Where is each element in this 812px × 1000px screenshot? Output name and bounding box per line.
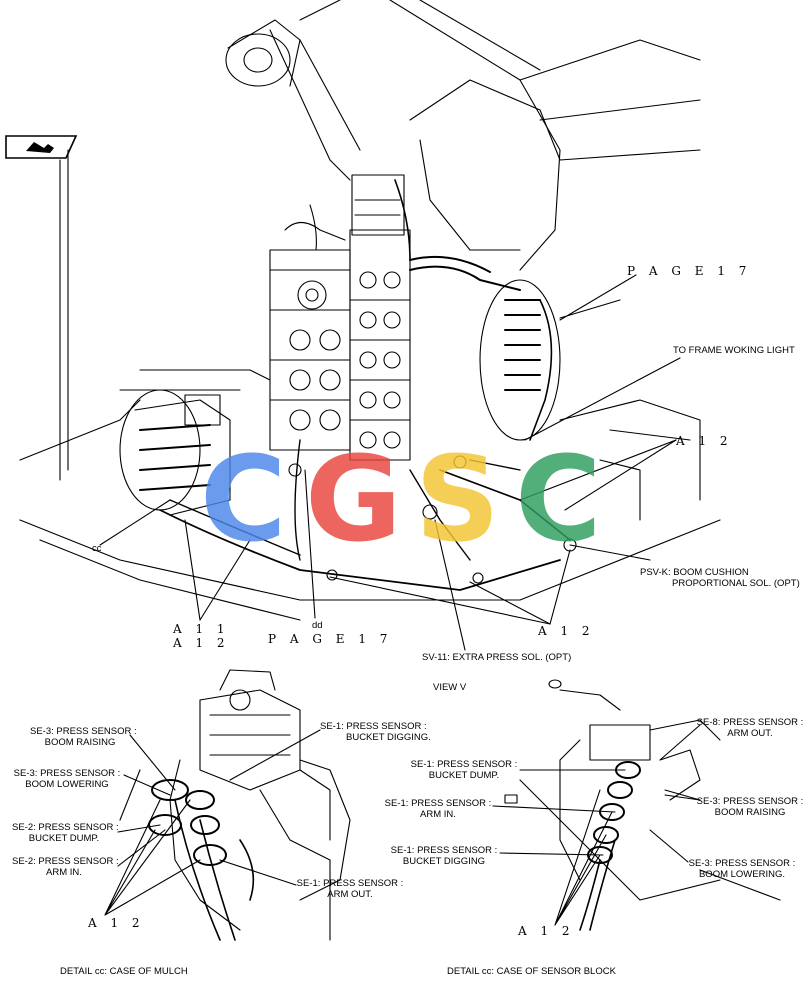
mulch-se2-bucket-dump-line2: BUCKET DUMP. — [28, 833, 100, 844]
block-caption: DETAIL cc: CASE OF SENSOR BLOCK — [447, 966, 616, 977]
mulch-se3-boom-raising-line2: BOOM RAISING — [44, 737, 116, 748]
label-a12-bottom: A 1 2 — [538, 624, 595, 638]
page-ref-top: P A G E 1 7 — [627, 264, 752, 278]
block-se1-bucket-dump: SE-1: PRESS SENSOR : BUCKET DUMP. — [410, 759, 518, 781]
block-se8-arm-out-line1: SE-8: PRESS SENSOR : — [696, 717, 804, 728]
block-se1-arm-in-line1: SE-1: PRESS SENSOR : — [384, 798, 492, 809]
boom-pin-boss — [225, 33, 291, 87]
watermark-letter-c1: C — [200, 430, 287, 568]
block-se3-boom-lowering-line2: BOOM LOWERING. — [698, 869, 786, 880]
block-se3-boom-lowering-line1: SE-3: PRESS SENSOR : — [688, 858, 796, 869]
block-se1-arm-in: SE-1: PRESS SENSOR : ARM IN. — [384, 798, 492, 820]
mulch-se1-arm-out: SE-1: PRESS SENSOR : ARM OUT. — [296, 878, 404, 900]
block-se1-bucket-dump-line2: BUCKET DUMP. — [428, 770, 500, 781]
label-psvk: PSV-K: BOOM CUSHION PROPORTIONAL SOL. (O… — [640, 567, 800, 589]
block-se3-boom-lowering: SE-3: PRESS SENSOR : BOOM LOWERING. — [682, 858, 802, 880]
label-psvk-line1: PSV-K: BOOM CUSHION — [640, 567, 749, 578]
label-frame-light: TO FRAME WOKING LIGHT — [673, 345, 795, 356]
page-turn-arrow-icon — [5, 135, 78, 159]
label-a12-right: A 1 2 — [676, 434, 733, 448]
label-view-v: VIEW V — [433, 682, 467, 693]
mulch-se2-bucket-dump-line1: SE-2: PRESS SENSOR : — [12, 822, 119, 833]
mulch-se3-boom-raising-line1: SE-3: PRESS SENSOR : — [30, 726, 137, 737]
mulch-se2-arm-in-line1: SE-2: PRESS SENSOR : — [12, 856, 119, 867]
mulch-se3-boom-raising: SE-3: PRESS SENSOR : BOOM RAISING — [30, 726, 137, 748]
block-se3-boom-raising-line1: SE-3: PRESS SENSOR : — [696, 796, 804, 807]
block-se1-arm-in-line2: ARM IN. — [420, 809, 456, 820]
block-se1-bucket-digging: SE-1: PRESS SENSOR : BUCKET DIGGING — [390, 845, 498, 867]
watermark-letter-s: S — [415, 430, 500, 568]
label-a12-left: A 1 2 — [173, 636, 230, 650]
label-sv11: SV-11: EXTRA PRESS SOL. (OPT) — [422, 652, 572, 663]
mulch-se3-boom-lowering-line2: BOOM LOWERING — [25, 779, 109, 790]
block-se3-boom-raising-line2: BOOM RAISING — [714, 807, 786, 818]
label-cc: cc — [92, 543, 102, 554]
mulch-se1-arm-out-line2: ARM OUT. — [327, 889, 373, 900]
watermark-letter-c2: C — [515, 430, 602, 568]
mulch-label-a12: A 1 2 — [88, 916, 145, 930]
detail-sensor-block-art — [504, 679, 781, 931]
block-se8-arm-out: SE-8: PRESS SENSOR : ARM OUT. — [696, 717, 804, 739]
label-a11: A 1 1 — [173, 622, 230, 636]
page-ref-bottom: P A G E 1 7 — [268, 632, 393, 646]
block-se3-boom-raising: SE-3: PRESS SENSOR : BOOM RAISING — [696, 796, 804, 818]
leader-frame-light — [524, 357, 681, 441]
control-valve-block — [269, 174, 411, 461]
mulch-se3-boom-lowering-line1: SE-3: PRESS SENSOR : — [13, 768, 121, 779]
right-connector-panel — [479, 279, 561, 441]
label-dd: dd — [312, 620, 323, 631]
mulch-se1-bucket-digging-line2: BUCKET DIGGING. — [346, 732, 431, 743]
mulch-caption: DETAIL cc: CASE OF MULCH — [60, 966, 188, 977]
block-label-a12: A 1 2 — [518, 924, 575, 938]
label-psvk-line2: PROPORTIONAL SOL. (OPT) — [672, 578, 800, 589]
watermark-letter-g: G — [305, 430, 402, 568]
mulch-se3-boom-lowering: SE-3: PRESS SENSOR : BOOM LOWERING — [12, 768, 122, 790]
mulch-se1-arm-out-line1: SE-1: PRESS SENSOR : — [296, 878, 404, 889]
mulch-se1-bucket-digging-line1: SE-1: PRESS SENSOR : — [320, 721, 427, 732]
detail-mulch-art — [119, 669, 351, 941]
mulch-se1-bucket-digging: SE-1: PRESS SENSOR : BUCKET DIGGING. — [320, 721, 431, 743]
block-se1-bucket-dump-line1: SE-1: PRESS SENSOR : — [410, 759, 518, 770]
mulch-se2-bucket-dump: SE-2: PRESS SENSOR : BUCKET DUMP. — [12, 822, 119, 844]
block-se8-arm-out-line2: ARM OUT. — [727, 728, 773, 739]
mulch-se2-arm-in-line2: ARM IN. — [46, 867, 82, 878]
block-se1-bucket-digging-line1: SE-1: PRESS SENSOR : — [390, 845, 498, 856]
block-se1-bucket-digging-line2: BUCKET DIGGING — [402, 856, 486, 867]
page-nav-button[interactable] — [4, 133, 78, 161]
mulch-se2-arm-in: SE-2: PRESS SENSOR : ARM IN. — [12, 856, 119, 878]
